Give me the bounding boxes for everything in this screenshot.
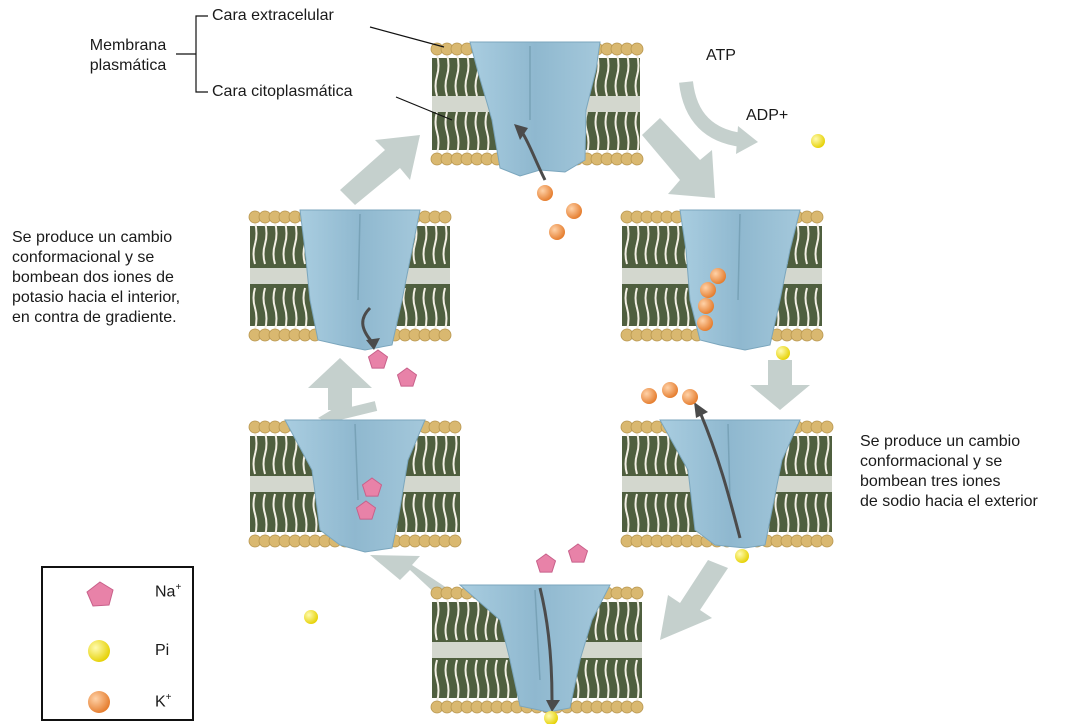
potassium-ion (698, 298, 714, 314)
extracellular-face-label: Cara extracelular (212, 6, 334, 26)
potassium-sphere-icon (88, 691, 110, 713)
left-description: Se produce un cambio conformacional y se… (12, 228, 232, 328)
potassium-ion (682, 389, 698, 405)
phosphate-ion (811, 134, 825, 148)
atp-arrow-head (736, 126, 758, 154)
potassium-ion (549, 224, 565, 240)
sodium-ion (369, 350, 388, 368)
sodium-ion (537, 554, 556, 572)
cytoplasmic-face-label: Cara citoplasmática (212, 82, 353, 102)
potassium-ion (537, 185, 553, 201)
legend-label-sodium: Na+ (155, 582, 181, 601)
legend-label-potassium: K+ (155, 692, 172, 711)
membrane-label: Membrana plasmática (73, 36, 183, 76)
atp-label: ATP (706, 46, 736, 66)
cycle-arrow-right-down (750, 360, 810, 410)
cycle-arrow-bottom-right (660, 560, 728, 640)
phosphate-ion (776, 346, 790, 360)
cycle-arrow-top-left (340, 135, 420, 205)
pointer-extracellular (370, 27, 444, 47)
legend-label-phosphate: Pi (155, 642, 169, 660)
potassium-ion (641, 388, 657, 404)
potassium-ion (700, 282, 716, 298)
phosphate-sphere-icon (88, 640, 110, 662)
sodium-pentagon-icon (87, 582, 113, 606)
atp-curved-arrow (686, 82, 742, 140)
phosphate-ion (735, 549, 749, 563)
sodium-ion (398, 368, 417, 386)
right-description: Se produce un cambio conformacional y se… (860, 432, 1090, 512)
cycle-arrow-left-up (308, 358, 372, 410)
potassium-ion (566, 203, 582, 219)
adp-label: ADP+ (746, 106, 788, 126)
potassium-ion (710, 268, 726, 284)
potassium-ion (662, 382, 678, 398)
phosphate-ion (304, 610, 318, 624)
label-pointers (176, 16, 452, 120)
sodium-ion (569, 544, 588, 562)
legend: Na+ Pi K+ (41, 566, 194, 721)
potassium-ion (697, 315, 713, 331)
